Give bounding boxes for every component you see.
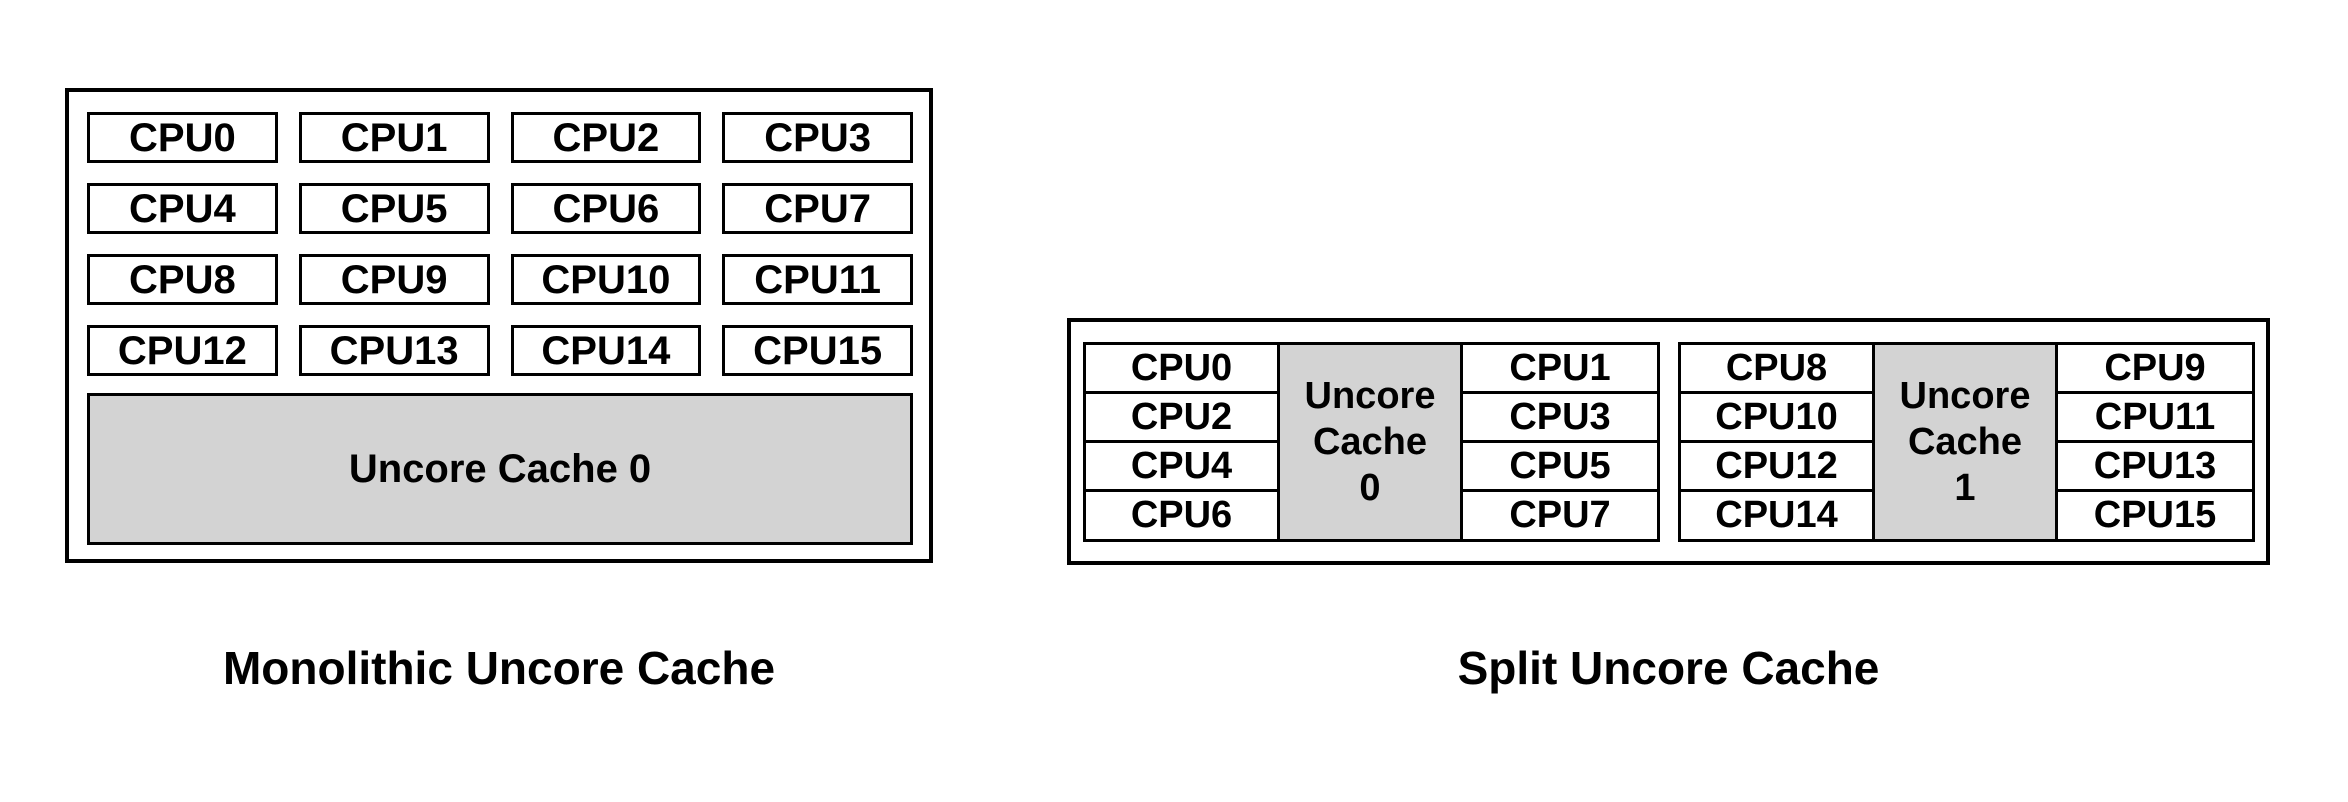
cpu-box: CPU1 <box>1463 344 1657 394</box>
cpu-box: CPU15 <box>722 325 913 376</box>
cpu-box: CPU4 <box>87 183 278 234</box>
cluster-1-left-column: CPU8 CPU10 CPU12 CPU14 <box>1681 344 1875 539</box>
monolithic-caption: Monolithic Uncore Cache <box>222 642 776 694</box>
uncore-cache-label-line: Uncore <box>1304 374 1436 417</box>
cluster-0: CPU0 CPU2 CPU4 CPU6 Uncore Cache 0 CPU1 … <box>1083 341 1660 542</box>
cpu-box: CPU1 <box>298 112 490 163</box>
cpu-box: CPU5 <box>298 183 490 234</box>
cpu-box: CPU3 <box>722 112 913 163</box>
cpu-box: CPU0 <box>1086 344 1277 394</box>
split-caption: Split Uncore Cache <box>1457 642 1880 694</box>
uncore-cache-1-block: Uncore Cache 1 <box>1875 344 2058 539</box>
cpu-box: CPU11 <box>722 254 913 305</box>
cpu-box: CPU2 <box>510 112 702 163</box>
cpu-box: CPU15 <box>2058 492 2252 539</box>
cpu-box: CPU6 <box>1086 492 1277 539</box>
cpu-box: CPU7 <box>1463 492 1657 539</box>
cpu-box: CPU13 <box>298 325 490 376</box>
cpu-box: CPU3 <box>1463 393 1657 443</box>
uncore-cache-label-line: 0 <box>1359 466 1381 509</box>
cpu-box: CPU10 <box>1681 393 1872 443</box>
uncore-cache-0-block: Uncore Cache 0 <box>1280 344 1463 539</box>
cpu-box: CPU5 <box>1463 443 1657 493</box>
cluster-0-left-column: CPU0 CPU2 CPU4 CPU6 <box>1086 344 1280 539</box>
cpu-box: CPU11 <box>2058 393 2252 443</box>
uncore-cache-0-block: Uncore Cache 0 <box>87 393 913 545</box>
cpu-box: CPU8 <box>87 254 278 305</box>
cpu-box: CPU7 <box>722 183 913 234</box>
uncore-cache-label-line: Cache <box>1907 420 2023 463</box>
uncore-cache-label-line: Uncore <box>1899 374 2031 417</box>
cpu-box: CPU9 <box>2058 344 2252 394</box>
cpu-box: CPU12 <box>1681 443 1872 493</box>
cluster-0-right-column: CPU1 CPU3 CPU5 CPU7 <box>1463 344 1657 539</box>
monolithic-uncore-diagram: CPU0 CPU1 CPU2 CPU3 CPU4 CPU5 CPU6 CPU7 … <box>65 88 933 563</box>
cpu-box: CPU6 <box>510 183 702 234</box>
cpu-grid: CPU0 CPU1 CPU2 CPU3 CPU4 CPU5 CPU6 CPU7 … <box>87 112 913 376</box>
uncore-cache-label-line: 1 <box>1954 466 1976 509</box>
cpu-box: CPU13 <box>2058 443 2252 493</box>
cpu-box: CPU14 <box>510 325 702 376</box>
cpu-box: CPU4 <box>1086 443 1277 493</box>
uncore-cache-label-line: Cache <box>1312 420 1428 463</box>
cpu-box: CPU0 <box>87 112 278 163</box>
cluster-1: CPU8 CPU10 CPU12 CPU14 Uncore Cache 1 CP… <box>1678 341 2255 542</box>
cpu-box: CPU10 <box>510 254 702 305</box>
cpu-box: CPU2 <box>1086 393 1277 443</box>
cpu-box: CPU9 <box>298 254 490 305</box>
cluster-1-right-column: CPU9 CPU11 CPU13 CPU15 <box>2058 344 2252 539</box>
cpu-box: CPU12 <box>87 325 278 376</box>
split-uncore-diagram: CPU0 CPU2 CPU4 CPU6 Uncore Cache 0 CPU1 … <box>1067 318 2270 565</box>
cpu-box: CPU14 <box>1681 492 1872 539</box>
cpu-box: CPU8 <box>1681 344 1872 394</box>
